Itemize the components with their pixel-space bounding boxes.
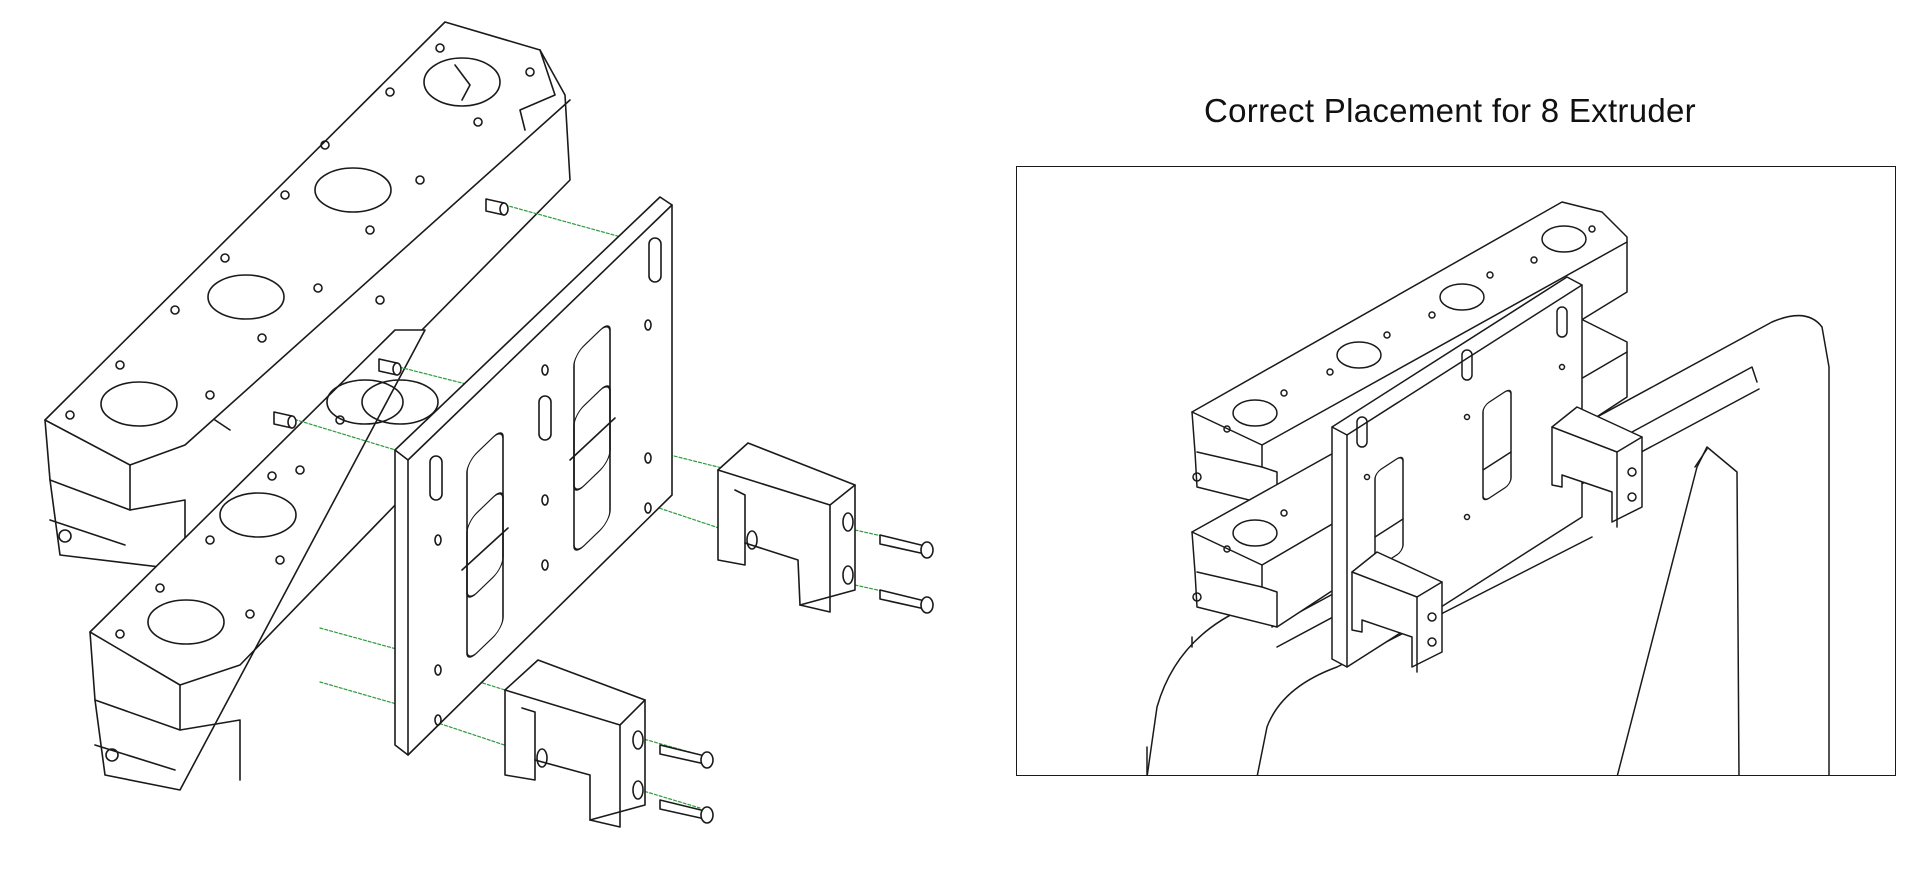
reference-upper-bracket [1551,406,1643,528]
reference-upper-manifold [1191,201,1628,508]
upper-extruder-manifold [44,21,571,571]
exploded-assembly-view [44,21,934,828]
upper-frame-bracket [717,442,856,613]
lower-extruder-manifold [89,329,439,791]
bracket-screws [659,534,934,824]
placement-reference-panel [1016,166,1896,776]
mounting-plate [394,196,673,756]
lower-frame-bracket [504,659,646,828]
reference-lower-bracket [1351,551,1443,673]
placement-reference-view [1146,201,1830,775]
plate-screws [273,198,509,429]
placement-title: Correct Placement for 8 Extruder [1204,92,1696,129]
